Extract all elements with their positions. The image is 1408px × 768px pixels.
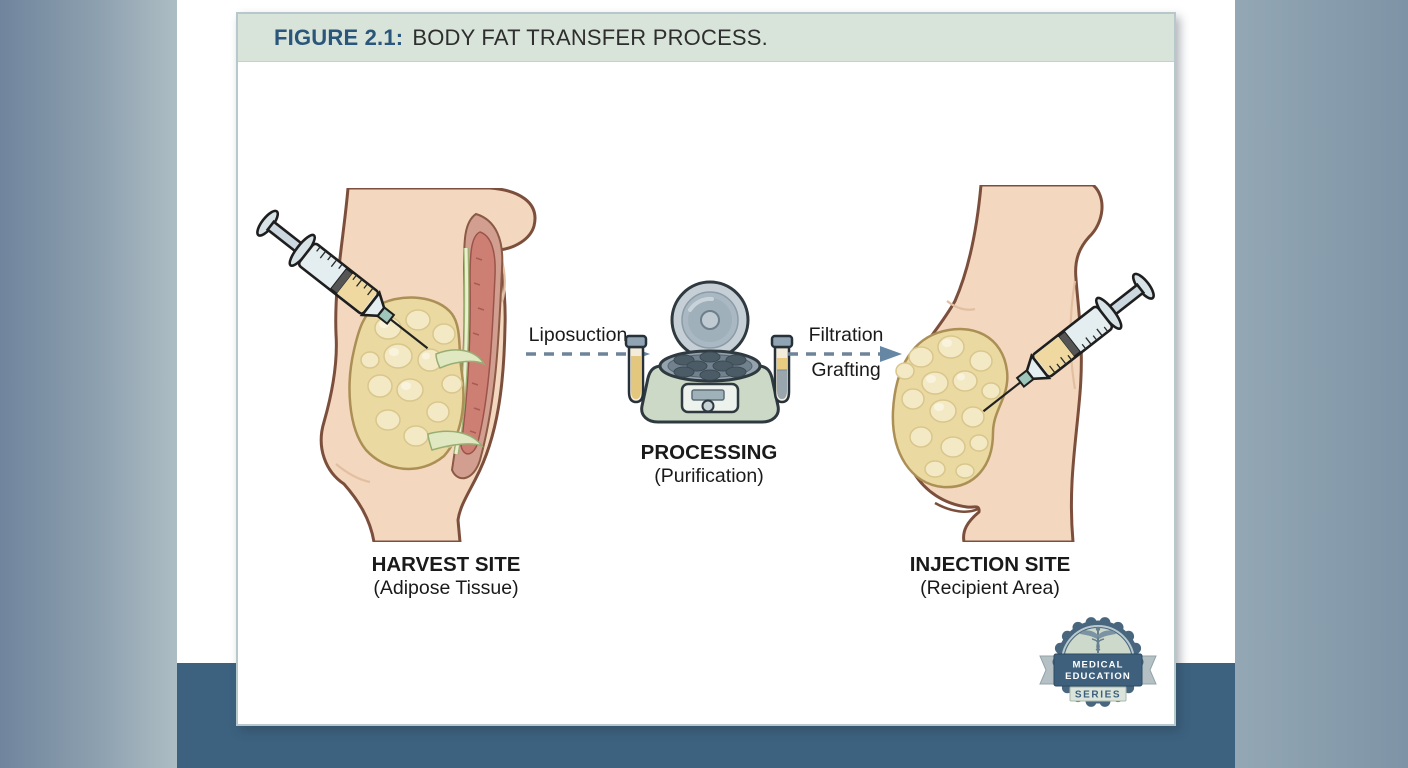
fascia-band	[427, 430, 485, 451]
badge-line3: SERIES	[1075, 690, 1121, 701]
badge-line2: EDUCATION	[1065, 671, 1131, 682]
fascia-band	[435, 349, 486, 369]
syringe-icon	[982, 272, 1155, 413]
background-left-panel	[0, 0, 177, 768]
figure-header: FIGURE 2.1: BODY FAT TRANSFER PROCESS.	[238, 14, 1174, 62]
processing-title: PROCESSING	[640, 441, 778, 464]
test-tube-icon	[770, 334, 794, 404]
centrifuge-icon	[624, 280, 794, 424]
liposuction-label: Liposuction	[528, 324, 628, 346]
background-right-panel	[1235, 0, 1408, 768]
filtration-label: Filtration	[808, 324, 884, 346]
badge-line1: MEDICAL	[1073, 660, 1124, 671]
processing-subtitle: (Purification)	[654, 465, 764, 487]
test-tube-icon	[624, 334, 648, 404]
medical-education-badge: MEDICAL EDUCATION SERIES	[1039, 617, 1157, 707]
caduceus-icon	[1080, 626, 1116, 653]
adipose-fat-pad	[348, 296, 465, 471]
figure-card: FIGURE 2.1: BODY FAT TRANSFER PROCESS.	[236, 12, 1176, 726]
grafting-label: Grafting	[811, 359, 881, 381]
rotor-slots	[673, 351, 747, 381]
harvest-torso-illustration	[256, 188, 537, 542]
syringe-icon	[256, 209, 429, 350]
arrow-right-icon	[788, 346, 902, 362]
harvest-title: HARVEST SITE	[371, 553, 521, 576]
injection-subtitle: (Recipient Area)	[920, 577, 1060, 599]
grafted-fat-area	[891, 327, 1009, 489]
figure-title: BODY FAT TRANSFER PROCESS.	[412, 24, 768, 50]
injection-buttock-illustration	[891, 185, 1155, 542]
harvest-subtitle: (Adipose Tissue)	[373, 577, 519, 599]
injection-title: INJECTION SITE	[909, 553, 1071, 576]
figure-number: FIGURE 2.1:	[274, 24, 404, 50]
